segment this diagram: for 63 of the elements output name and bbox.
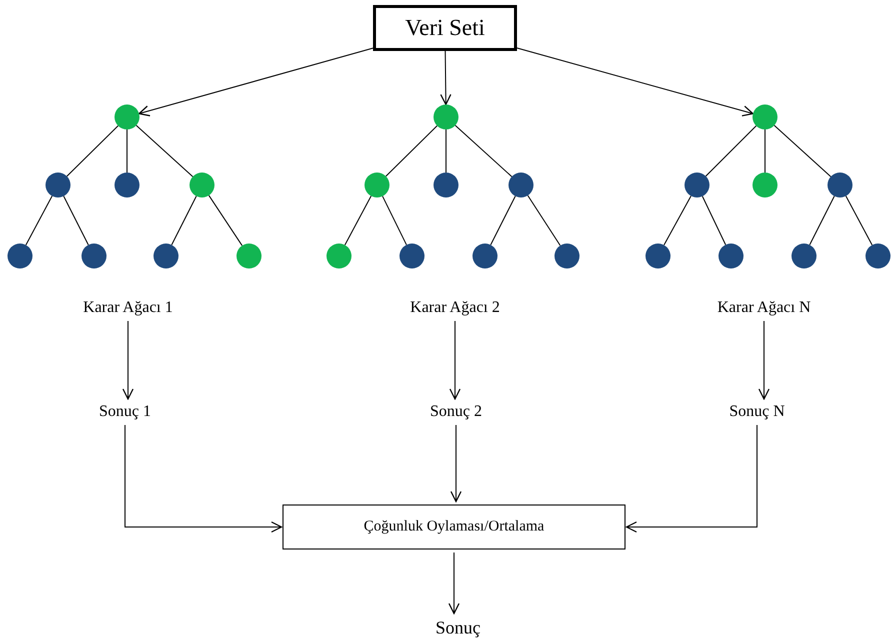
- tree-branch-line: [208, 194, 243, 246]
- tree-node-circle: [400, 244, 424, 268]
- tree-branch-line: [454, 124, 512, 178]
- tree-branch-line: [527, 195, 561, 246]
- tree-node-circle: [154, 244, 178, 268]
- tree-branch-line: [344, 196, 372, 246]
- tree-label: Karar Ağacı 2: [408, 298, 502, 318]
- tree-branch-line: [764, 129, 766, 173]
- tree-branch-line: [63, 196, 89, 246]
- tree-node-circle: [236, 244, 262, 268]
- tree-node-circle: [752, 172, 778, 198]
- tree-branch-line: [66, 125, 119, 177]
- dataset-box: Veri Seti: [373, 5, 517, 51]
- tree-node-circle: [114, 172, 140, 198]
- result-label: Sonuç 1: [97, 402, 153, 422]
- tree-node-circle: [828, 172, 852, 198]
- tree-branch-line: [171, 196, 197, 246]
- tree-node-circle: [508, 172, 534, 198]
- tree-node-circle: [190, 172, 214, 198]
- arrow: [450, 424, 462, 502]
- result-label: Sonuç N: [727, 402, 787, 422]
- tree-node-circle: [554, 244, 580, 268]
- tree-node-circle: [684, 172, 710, 198]
- tree-branch-line: [136, 124, 194, 178]
- tree-node-circle: [46, 172, 70, 198]
- tree-branch-line: [702, 196, 726, 246]
- process-box: Çoğunluk Oylaması/Ortalama: [282, 504, 626, 550]
- arrow: [122, 320, 134, 400]
- tree-node-circle: [82, 244, 106, 268]
- tree-branch-line: [809, 196, 835, 246]
- arrow: [449, 320, 461, 400]
- tree-label: Karar Ağacı N: [715, 298, 813, 318]
- tree-node-circle: [752, 104, 778, 130]
- tree-node-circle: [792, 244, 816, 268]
- arrow: [124, 424, 282, 533]
- tree-label: Karar Ağacı 1: [81, 298, 175, 318]
- arrow: [516, 48, 754, 116]
- tree-node-circle: [472, 244, 498, 268]
- tree-branch-line: [25, 196, 53, 246]
- arrow: [626, 424, 758, 533]
- arrow: [448, 552, 460, 614]
- tree-branch-line: [664, 195, 692, 246]
- result-label: Sonuç 2: [428, 402, 484, 422]
- tree-branch-line: [490, 196, 516, 246]
- tree-node-circle: [718, 244, 744, 268]
- tree-node-circle: [114, 104, 140, 130]
- tree-node-circle: [646, 244, 670, 268]
- tree-node-circle: [326, 244, 352, 268]
- tree-branch-line: [385, 125, 438, 177]
- tree-node-circle: [434, 104, 458, 130]
- tree-branch-line: [774, 124, 832, 178]
- tree-branch-line: [705, 125, 757, 177]
- arrow: [440, 50, 452, 106]
- arrow: [758, 320, 770, 400]
- tree-node-circle: [866, 244, 890, 268]
- tree-branch-line: [126, 129, 128, 173]
- tree-branch-line: [845, 196, 873, 246]
- tree-node-circle: [434, 172, 458, 198]
- final-result-label: Sonuç: [434, 616, 482, 640]
- tree-node-circle: [8, 244, 32, 268]
- tree-branch-line: [382, 196, 407, 246]
- arrow: [138, 48, 374, 116]
- tree-node-circle: [364, 172, 390, 198]
